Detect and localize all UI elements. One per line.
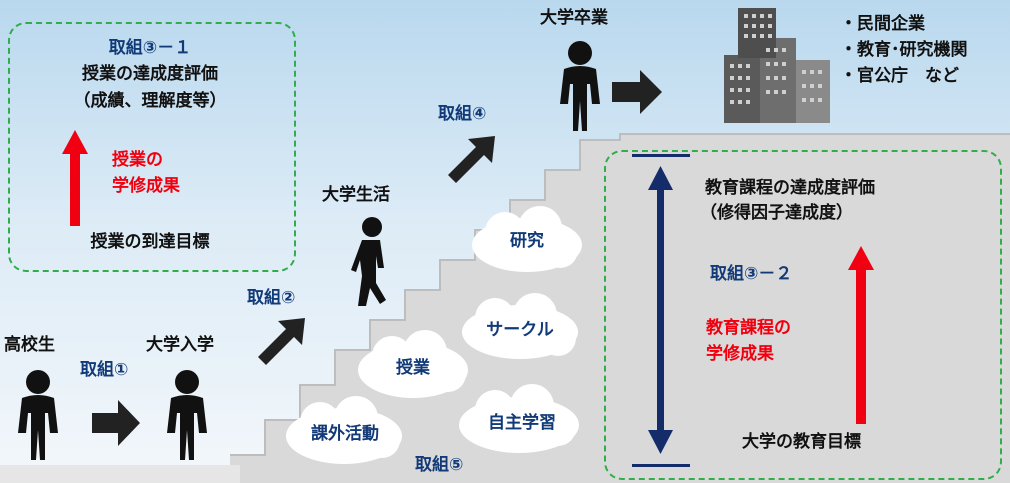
arrow-right-icon (92, 400, 140, 446)
cloud-label-class: 授業 (396, 358, 430, 378)
lesson-goal-label: 授業の到達目標 (90, 232, 210, 252)
cloud-research (472, 206, 582, 272)
career-item-government: ・官公庁 など (840, 66, 959, 86)
person-icon (167, 370, 207, 460)
cloud-label-self-study: 自主学習 (488, 413, 556, 433)
double-arrow-icon (632, 154, 690, 467)
lesson-outcome-line1: 授業の (112, 150, 163, 170)
initiative-3-1-label: 取組③－１ (108, 38, 192, 58)
cloud-extracurricular (286, 396, 402, 464)
staircase-edge (230, 133, 1010, 456)
curriculum-evaluation-subtitle: （修得因子達成度） (700, 203, 853, 223)
curriculum-evaluation-box (604, 150, 1002, 480)
cloud-label-circle: サークル (486, 320, 554, 340)
person-icon (18, 370, 58, 460)
person-icon (560, 41, 600, 131)
cloud-label-research: 研究 (510, 231, 544, 251)
curriculum-outcome-line1: 教育課程の (706, 318, 791, 338)
cloud-class (358, 330, 468, 398)
graduation-label: 大学卒業 (540, 8, 608, 28)
campus-life-label: 大学生活 (322, 185, 390, 205)
people (18, 41, 600, 460)
high-school-label: 高校生 (4, 335, 55, 355)
initiative-1-label: 取組① (80, 360, 129, 380)
arrow-up-right-icon (448, 136, 495, 183)
building-icon (724, 8, 830, 123)
cloud-circle (462, 293, 578, 359)
lesson-outcome-line2: 学修成果 (112, 176, 180, 196)
arrow-up-right-icon (258, 318, 305, 365)
lesson-evaluation-box (8, 22, 296, 272)
initiative-3-2-label: 取組③－２ (710, 264, 793, 284)
arrow-right-icon (612, 70, 662, 114)
cloud-label-extracurricular: 課外活動 (311, 424, 379, 444)
floor (0, 465, 240, 483)
university-goal-label: 大学の教育目標 (742, 432, 861, 452)
person-walking-icon (351, 217, 386, 306)
admission-label: 大学入学 (146, 335, 214, 355)
initiative-2-label: 取組② (247, 288, 296, 308)
lesson-evaluation-subtitle: （成績、理解度等） (73, 91, 227, 111)
curriculum-evaluation-title: 教育課程の達成度評価 (705, 178, 875, 198)
red-arrows (62, 130, 874, 424)
cloud-self-study (459, 384, 579, 453)
curriculum-outcome-line2: 学修成果 (706, 344, 774, 364)
black-arrows (92, 70, 662, 446)
clouds (286, 206, 582, 464)
initiative-4-label: 取組④ (438, 104, 487, 124)
career-item-research: ・教育･研究機関 (840, 40, 968, 60)
initiative-5-label: 取組⑤ (415, 455, 464, 475)
lesson-evaluation-title: 授業の達成度評価 (82, 64, 218, 84)
career-item-private: ・民間企業 (840, 14, 925, 34)
